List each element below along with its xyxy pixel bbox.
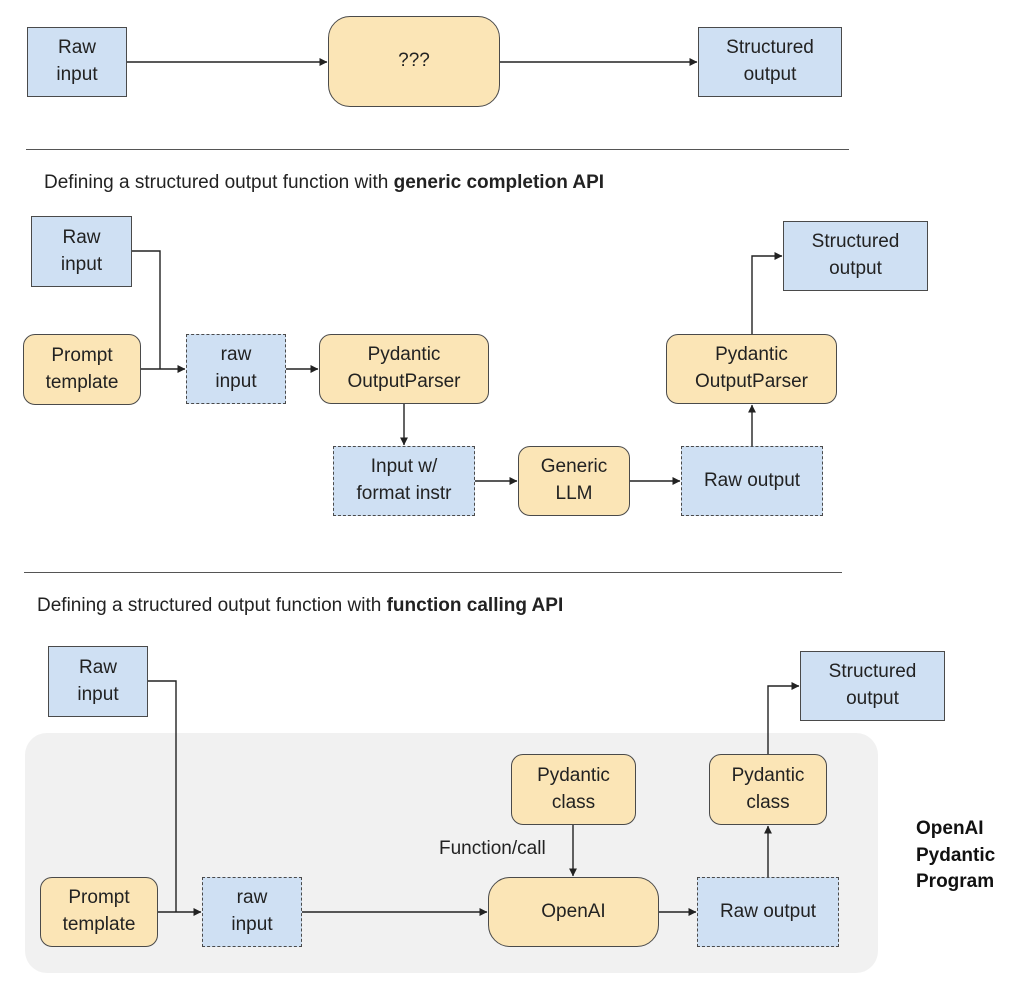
heading-prefix: Defining a structured output function wi… [37,595,387,616]
section-divider [24,572,842,573]
raw-input-box: Raw input [48,646,148,717]
raw-input-dashed-box: raw input [186,334,286,404]
heading-prefix: Defining a structured output function wi… [44,172,394,193]
raw-output-box: Raw output [697,877,839,947]
raw-output-box: Raw output [681,446,823,516]
structured-output-box: Structured output [783,221,928,291]
arrow-parser-to-structured-output [751,252,783,334]
pydantic-class-box: Pydantic class [511,754,636,825]
openai-box: OpenAI [488,877,659,947]
mystery-box: ??? [328,16,500,107]
section-heading-generic: Defining a structured output function wi… [44,172,604,194]
prompt-template-box: Prompt template [40,877,158,947]
pydantic-output-parser-box: Pydantic OutputParser [666,334,837,404]
function-call-label: Function/call [439,838,546,859]
section-divider [26,149,849,150]
raw-input-dashed-box: raw input [202,877,302,947]
openai-pydantic-program-label: OpenAI Pydantic Program [916,818,996,893]
heading-emphasis: function calling API [386,595,564,616]
pydantic-output-parser-box: Pydantic OutputParser [319,334,489,404]
section-heading-function-calling: Defining a structured output function wi… [37,595,563,617]
pydantic-class-box: Pydantic class [709,754,827,825]
prompt-template-box: Prompt template [23,334,141,405]
structured-output-box: Structured output [800,651,945,721]
heading-emphasis: generic completion API [393,172,605,193]
structured-output-box: Structured output [698,27,842,97]
input-format-instructions-box: Input w/ format instr [333,446,475,516]
raw-input-box: Raw input [31,216,132,287]
raw-input-box: Raw input [27,27,127,97]
generic-llm-box: Generic LLM [518,446,630,516]
